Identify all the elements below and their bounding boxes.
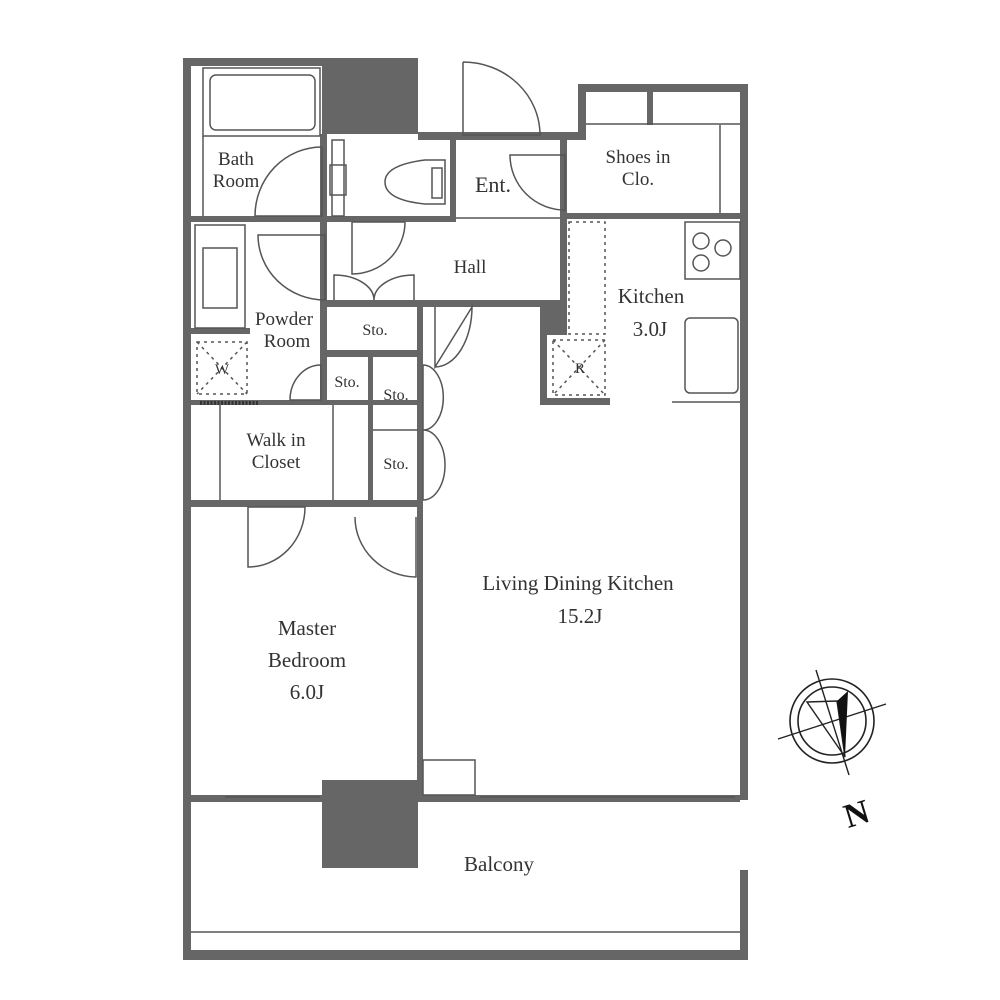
master-bedroom-area: 6.0J [290, 680, 324, 704]
shoes-closet-label: Shoes in [606, 147, 671, 168]
fixtures [194, 67, 741, 405]
north-label: N [840, 793, 875, 836]
stove [684, 221, 741, 280]
storage-label: Sto. [383, 456, 408, 473]
walk-in-closet-label: Walk in [246, 430, 306, 451]
powder-room-label-2: Room [264, 331, 311, 352]
kitchen-label: Kitchen [618, 284, 685, 308]
entrance-label: Ent. [475, 172, 511, 197]
shoes-closet-label-2: Clo. [622, 169, 654, 190]
washer-label: W [215, 362, 230, 378]
ldk-area: 15.2J [558, 604, 603, 628]
sink [194, 224, 246, 329]
powder-room-label: Powder [255, 309, 314, 330]
bath-room-label-2: Room [213, 171, 260, 192]
bathtub [202, 67, 321, 137]
kitchen-sink [684, 317, 739, 394]
toilet [384, 159, 446, 205]
kitchen-area: 3.0J [633, 317, 667, 341]
washer-space [196, 341, 248, 395]
master-bedroom-label-2: Bedroom [268, 648, 346, 672]
entry-door [462, 61, 541, 136]
structural-column-top [322, 58, 418, 134]
storage-label: Sto. [334, 374, 359, 391]
storage-label: Sto. [383, 387, 408, 404]
walls [183, 58, 748, 960]
fridge-space [552, 339, 606, 396]
structural-column-balcony [322, 780, 418, 868]
doors [225, 61, 735, 798]
bath-room-label: Bath [218, 149, 254, 170]
fridge-label: R [575, 361, 585, 377]
balcony-label: Balcony [464, 852, 534, 876]
kitchen-counter-outline [568, 221, 606, 335]
compass-icon: N [777, 669, 887, 836]
ldk-label: Living Dining Kitchen [482, 571, 674, 595]
walk-in-closet-label-2: Closet [252, 452, 301, 473]
storage-label: Sto. [362, 322, 387, 339]
hall-label: Hall [454, 257, 487, 278]
master-bedroom-label: Master [278, 616, 336, 640]
bathtub-basin [209, 74, 316, 131]
